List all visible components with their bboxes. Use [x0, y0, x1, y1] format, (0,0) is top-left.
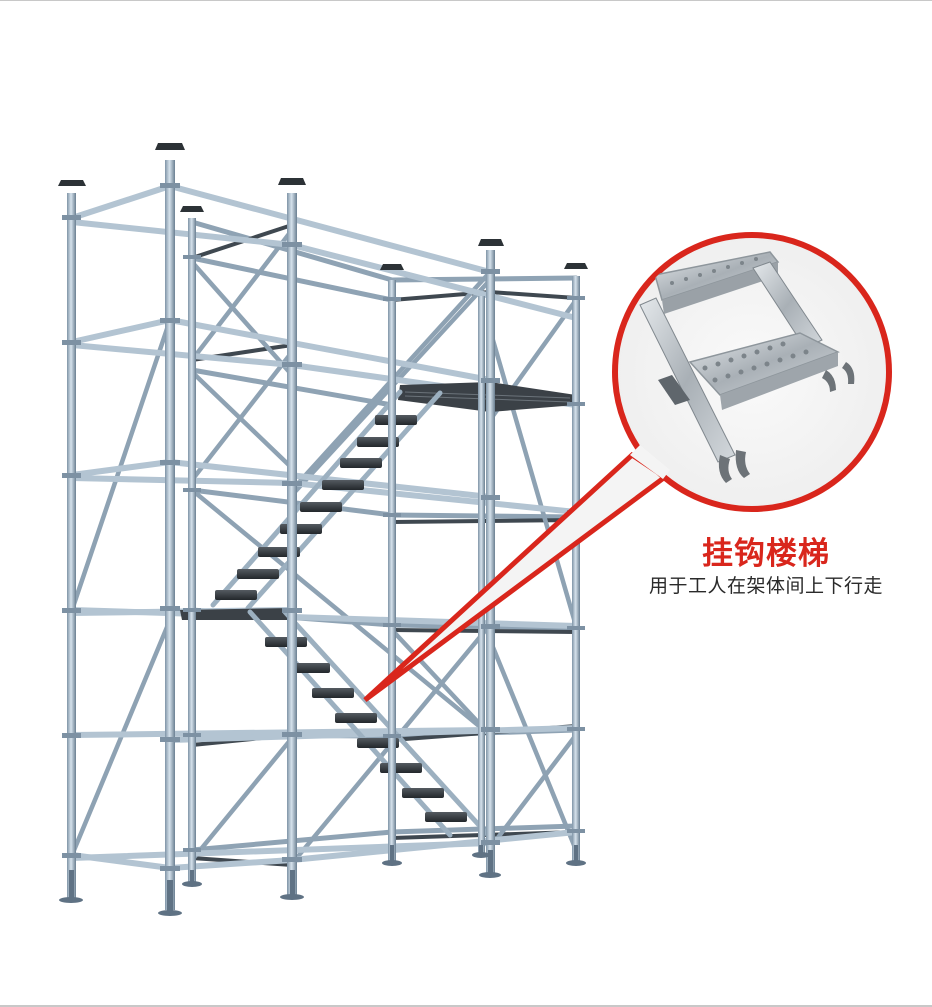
product-description: 用于工人在架体间上下行走 — [648, 575, 883, 597]
u-head-jacks — [58, 143, 588, 270]
lower-stair — [247, 609, 491, 838]
vertical-standards — [67, 160, 580, 910]
bottom-border — [0, 1005, 932, 1007]
product-name: 挂钩楼梯 — [702, 536, 830, 572]
diagonal-braces — [69, 227, 579, 863]
mid-landing — [180, 608, 292, 620]
rosettes — [62, 183, 585, 871]
hook-ladder-detail — [612, 232, 892, 512]
front-ledgers — [69, 183, 579, 871]
top-border — [0, 0, 932, 1]
base-jacks — [59, 845, 586, 916]
